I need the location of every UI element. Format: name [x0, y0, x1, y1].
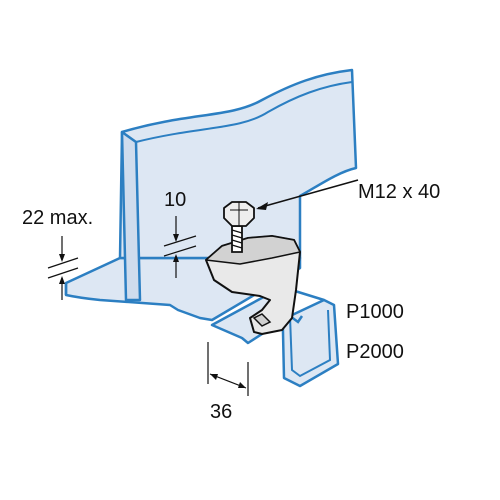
bolt-head-facets — [230, 202, 248, 226]
jaw-gap-label: 10 — [164, 189, 186, 211]
dimension-arrow-bottom-head — [59, 276, 65, 284]
jaw-arrow-top-head — [173, 234, 179, 242]
width-arrow-right — [238, 382, 246, 388]
dimension-flange-thickness — [47, 236, 79, 300]
beam-web-front-face — [120, 130, 142, 302]
clamp-hook — [252, 313, 272, 327]
flange-thickness-label: 22 max. — [22, 207, 93, 229]
bolt-size-label: M12 x 40 — [358, 181, 440, 203]
bolt — [223, 201, 255, 253]
channel-p1000-label: P1000 — [346, 301, 404, 323]
clamp-top-face — [205, 235, 301, 265]
dimension-tick-top — [47, 257, 79, 269]
channel-width-label: 36 — [210, 401, 232, 423]
jaw-tick-bottom — [163, 245, 197, 257]
beam-web-top-curve — [135, 81, 353, 143]
channel-body — [210, 285, 340, 388]
bolt-thread — [231, 229, 243, 249]
dimension-jaw-gap — [163, 216, 197, 278]
dimension-tick-bottom — [47, 267, 79, 279]
dimension-channel-width — [207, 342, 249, 396]
beam-web — [118, 68, 358, 260]
channel-p2000-label: P2000 — [346, 341, 404, 363]
channel-inner-wall — [289, 309, 332, 378]
dimension-arrow-top-head — [59, 254, 65, 262]
bolt-leader-line — [257, 179, 359, 209]
width-arrow-left — [210, 374, 218, 380]
jaw-arrow-bottom-head — [173, 254, 179, 262]
bolt-leader-arrowhead — [256, 202, 268, 210]
jaw-tick-top — [163, 235, 197, 247]
clamp-body — [205, 235, 301, 335]
